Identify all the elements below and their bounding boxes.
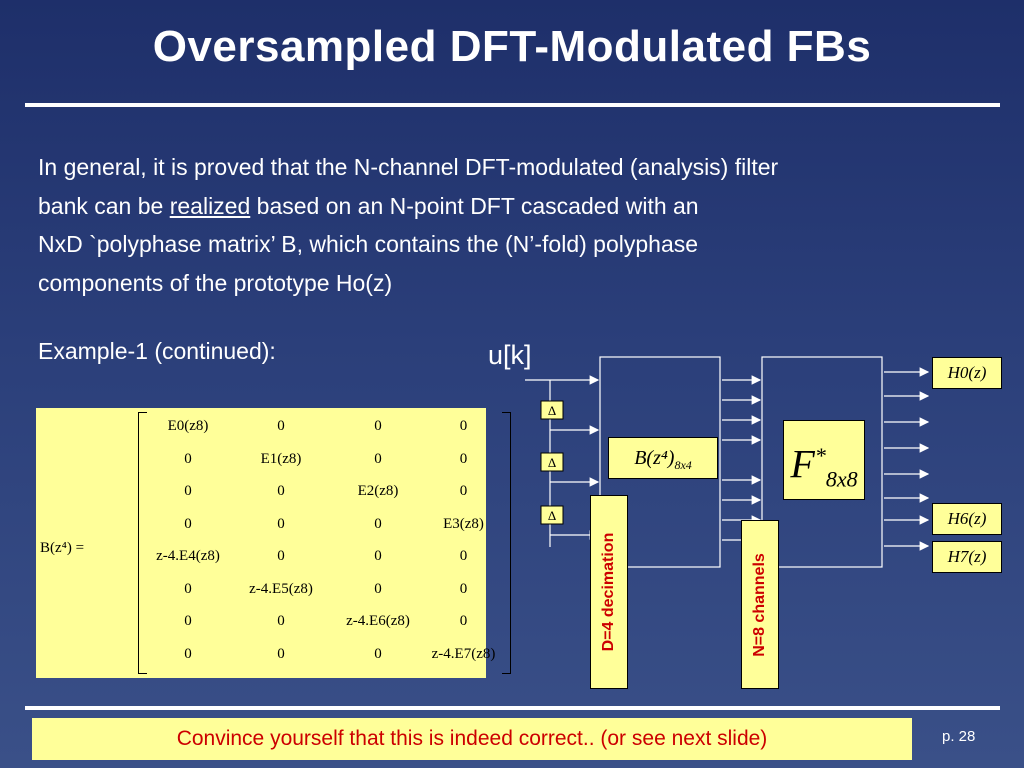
matrix-cell: z-4.E6(z8) (346, 613, 410, 629)
realized-underlined: realized (169, 192, 251, 219)
delay-box-2 (540, 452, 564, 472)
output-h7: H7(z) (932, 541, 1002, 573)
delay-symbol: Δ (548, 455, 556, 470)
matrix-cell: E1(z8) (260, 450, 302, 467)
matrix-cell: 0 (459, 418, 468, 434)
b-label-text: B(z⁴) (634, 447, 675, 469)
matrix-cell: 0 (184, 580, 192, 597)
matrix-cell: 0 (459, 613, 468, 629)
matrix-cell: 0 (459, 483, 468, 499)
output-h0: H0(z) (932, 357, 1002, 389)
para-text: bank can be (38, 192, 170, 219)
matrix-cell: 0 (277, 483, 285, 499)
delay-box-1 (540, 400, 564, 420)
matrix-cell: E3(z8) (443, 515, 484, 532)
input-signal-label: u[k] (488, 340, 532, 370)
para-line-2: bank can be realized based on an N-point… (38, 187, 988, 226)
f-dft-label: F*8x8 (783, 420, 865, 500)
decimation-text: D=4 decimation (600, 532, 617, 652)
para-line-4: components of the prototype Ho(z) (38, 269, 393, 296)
matrix-cell: 0 (277, 645, 285, 662)
intro-paragraph: In general, it is proved that the N-chan… (38, 148, 988, 302)
matrix-cell: z-4.E7(z8) (431, 645, 496, 662)
matrix-cell: 0 (277, 613, 285, 629)
footer-note: Convince yourself that this is indeed co… (32, 718, 912, 760)
b-matrix-label: B(z⁴)8x4 (608, 437, 718, 479)
delay-symbol: Δ (548, 508, 556, 523)
matrix-cell: z-4.E5(z8) (249, 580, 313, 597)
matrix-cell: 0 (374, 580, 382, 597)
matrix-cell: 0 (374, 515, 382, 532)
para-line-1: In general, it is proved that the N-chan… (38, 154, 779, 180)
matrix-cell: E2(z8) (357, 483, 399, 499)
matrix-cell: 0 (374, 645, 382, 662)
matrix-cell: E0(z8) (167, 418, 209, 434)
f-dft-box (761, 356, 883, 568)
para-line-3: NxD `polyphase matrix’ B, which contains… (38, 231, 699, 257)
matrix-cell: 0 (184, 450, 192, 467)
matrix-cell: 0 (277, 515, 285, 532)
title-divider (25, 103, 1000, 107)
matrix-cell: 0 (277, 418, 285, 434)
matrix-cell: 0 (459, 580, 468, 597)
matrix-lhs: B(z⁴) = (40, 540, 85, 556)
matrix-cell: 0 (374, 418, 382, 434)
matrix-right-bracket (502, 412, 511, 674)
matrix-cell: 0 (184, 483, 192, 499)
b-label-sub: 8x4 (674, 458, 692, 472)
channels-label: N=8 channels (741, 520, 779, 689)
matrix-cell: z-4.E4(z8) (156, 548, 220, 564)
footer-divider (25, 706, 1000, 710)
matrix-cell: 0 (459, 450, 468, 467)
matrix-left-bracket (138, 412, 147, 674)
para-text: based on an N-point DFT cascaded with an (250, 192, 699, 219)
matrix-cell: 0 (184, 613, 192, 629)
matrix-cell: 0 (374, 548, 382, 564)
example-heading: Example-1 (continued): (38, 338, 276, 364)
delay-symbol: Δ (548, 403, 556, 418)
slide-title: Oversampled DFT-Modulated FBs (152, 22, 872, 71)
channels-text: N=8 channels (751, 552, 768, 657)
matrix-cell: 0 (277, 548, 285, 564)
f-sub: 8x8 (825, 466, 858, 492)
f-sup: * (814, 443, 826, 468)
b-matrix-box (599, 356, 721, 568)
output-h6: H6(z) (932, 503, 1002, 535)
matrix-cell: 0 (374, 450, 382, 467)
page-number: p. 28 (942, 728, 976, 745)
matrix-cell: 0 (184, 515, 192, 532)
matrix-cell: 0 (184, 645, 192, 662)
delay-box-3 (540, 505, 564, 525)
matrix-cell: 0 (459, 548, 468, 564)
f-letter: F (790, 441, 815, 487)
decimation-label: D=4 decimation (590, 495, 628, 689)
